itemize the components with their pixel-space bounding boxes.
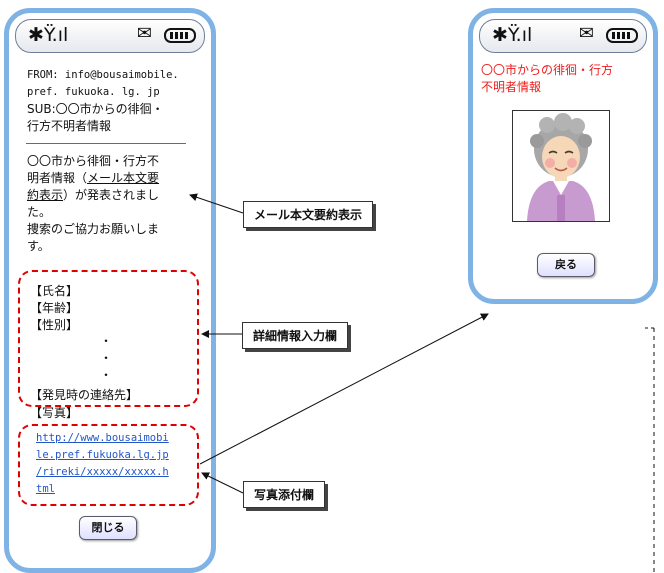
photo-url-line-1[interactable]: http://www.bousaimobi [36,432,169,444]
details-input-area [18,270,199,407]
body-line-2: 明者情報（メール本文要 [27,170,159,187]
body-line-1: 〇〇市から徘徊・行方不 [27,154,160,168]
alert-title-line-2: 不明者情報 [481,80,542,94]
photo-url-line-4[interactable]: tml [36,483,55,495]
body-line-6: す。 [27,239,50,253]
summary-link[interactable]: メール本文要 [87,171,160,185]
mail-icon: ✉ [578,23,594,44]
status-bar: ✱Ÿ.ıl ✉ [479,19,647,53]
field-age: 【年齢】 [30,301,79,315]
summary-arrow [189,193,244,214]
body-line-4: た。 [27,205,52,219]
body-line-3: 約表示）が発表されまし [27,187,159,204]
antenna-signal-icon: ✱Ÿ.ıl [28,24,69,46]
photo-url-line-2[interactable]: le.pref.fukuoka.lg.jp [36,449,169,461]
elderly-woman-photo-icon [527,113,595,221]
link-to-photo-screen-arrow [199,313,489,465]
summary-link-cont[interactable]: 約表示 [27,188,64,202]
photo-attach-area [18,424,199,506]
left-phone-screen: ✱Ÿ.ıl ✉ [4,8,216,573]
body-line-5: 捜索のご協力お願いしま [27,222,160,236]
ellipsis-dot: ・ [100,368,113,382]
callout-photo: 写真添付欄 [243,481,326,508]
close-button[interactable]: 閉じる [79,516,137,540]
mail-icon: ✉ [136,23,152,44]
callout-summary: メール本文要約表示 [243,201,374,228]
subject-line: SUB:〇〇市からの徘徊・ [27,102,164,116]
field-gender: 【性別】 [30,318,79,332]
ellipsis-dot: ・ [100,351,113,365]
status-bar: ✱Ÿ.ıl ✉ [15,19,205,53]
ellipsis-dot: ・ [100,334,113,348]
field-photo: 【写真】 [30,406,79,420]
alert-title-line-1: 〇〇市からの徘徊・行方 [481,63,614,77]
header-divider [26,143,186,144]
field-name: 【氏名】 [30,284,79,298]
photo-url-line-3[interactable]: /rireki/xxxxx/xxxxx.h [36,466,169,478]
battery-icon [606,28,638,43]
body-text: ）が発表されまし [63,188,160,202]
battery-icon [164,28,196,43]
back-button[interactable]: 戻る [537,253,595,277]
subject-line-2: 行方不明者情報 [27,119,112,133]
body-text: 明者情報（ [27,171,88,185]
callout-details: 詳細情報入力欄 [242,322,349,349]
field-contact: 【発見時の連絡先】 [30,388,139,402]
missing-person-photo [512,110,610,222]
from-line-2: pref. fukuoka. lg. jp [27,86,160,98]
photo-arrow [201,472,244,494]
from-line: FROM: info@bousaimobile. [27,69,179,81]
antenna-signal-icon: ✱Ÿ.ıl [492,24,533,46]
